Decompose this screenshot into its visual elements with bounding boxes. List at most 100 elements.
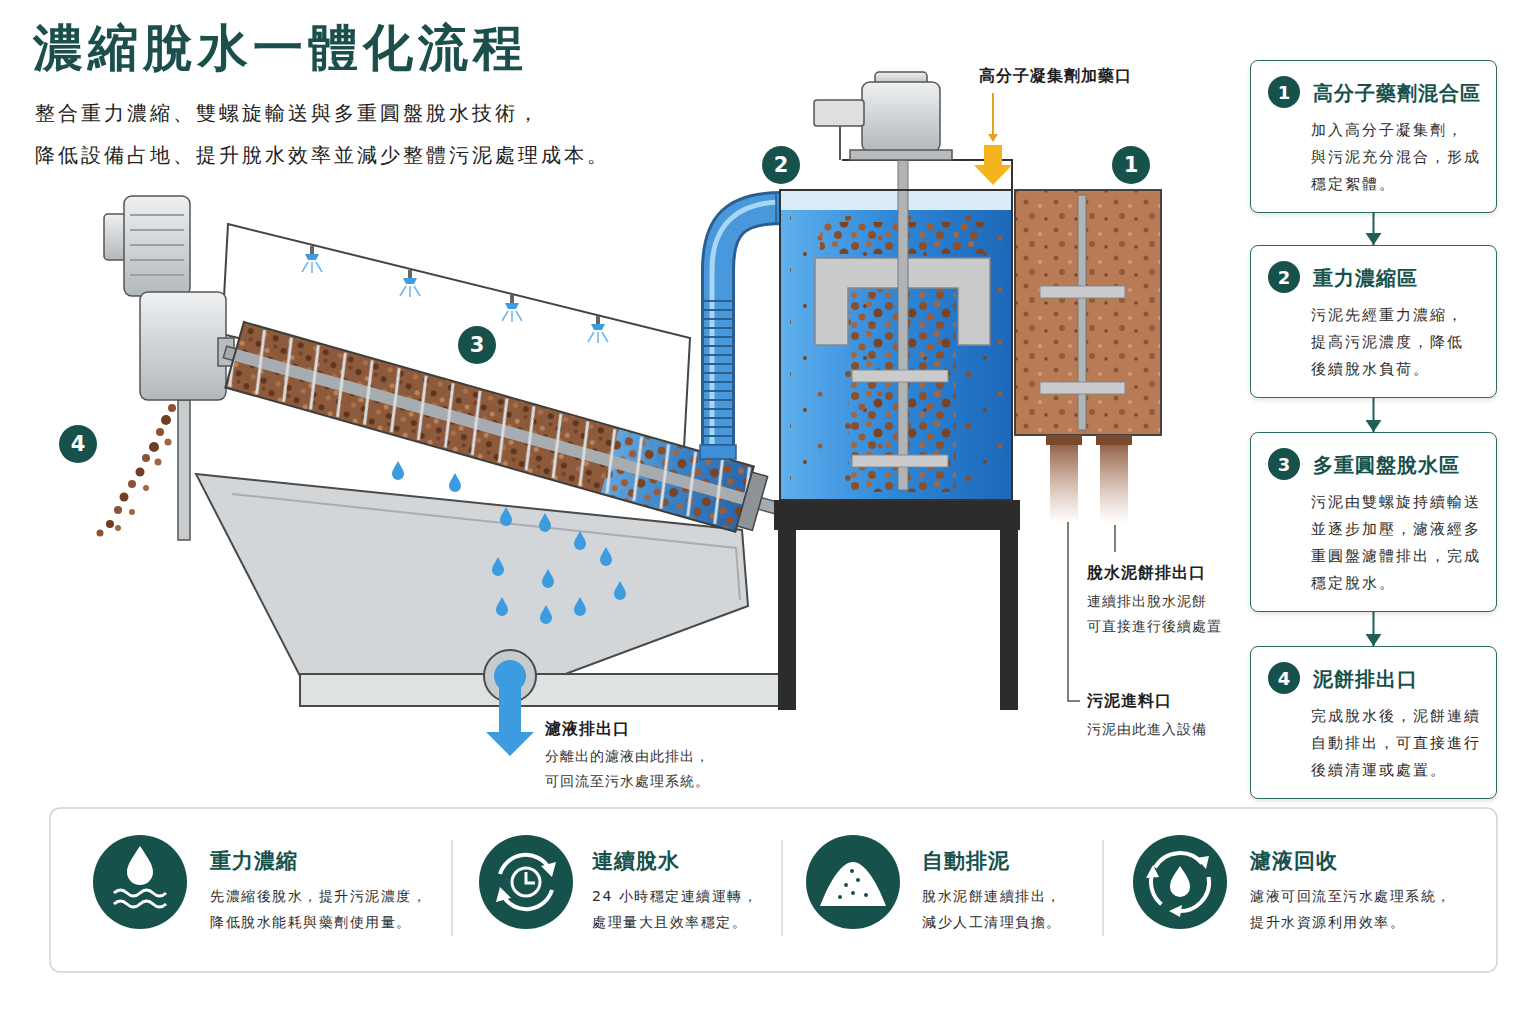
thickening-tank-part [780,190,1012,500]
page-title: 濃縮脫水一體化流程 [33,16,528,80]
filtrate-drops-part [392,461,404,480]
filtrate-drops-part [540,605,552,624]
screw-press-part [225,322,753,532]
feature-icon [806,835,900,929]
screw-hood-part-part [305,254,319,260]
filtrate-drops-part [449,473,461,492]
feature-icon-part [806,835,900,929]
flow-arrow [1373,612,1375,646]
feed-hose-part [712,202,782,450]
feature-icon-part [1146,865,1159,878]
callout-number: 3 [470,333,485,357]
sludge-cake-part [128,480,136,488]
sludge-cake-part [97,530,104,537]
sludge-cake [97,404,177,537]
mixing-tank-part [1050,435,1078,523]
sludge-cake-part [165,439,172,446]
feature-icon [93,835,187,929]
dosing-arrow-part [974,145,1012,185]
mixing-tank-part [1046,435,1082,445]
feature-icon-part [526,872,535,883]
step-box: 重力濃縮區污泥先經重力濃縮， 提高污泥濃度，降低 後續脫水負荷。2 [1250,245,1497,398]
step-number: 3 [1278,454,1291,475]
screw-hood-part [502,295,522,322]
filtrate-label: 濾液排出口 [545,717,745,741]
thickening-tank-part [780,190,1012,210]
sludge-cake-part [114,506,122,514]
screw-hood-part-part [400,286,420,297]
screw-hood-part-part [403,278,417,284]
filtrate-drops-part [492,557,504,576]
feature-body: 脫水泥餅連續排出， 減少人工清理負擔。 [922,883,1162,935]
callout-number: 3 [458,326,496,364]
filtrate-drops-part [539,513,551,532]
sludge-cake-part [168,404,176,412]
bottom-panel-part [451,840,453,936]
step-body: 加入高分子凝集劑， 與污泥充分混合，形成 穩定絮體。 [1311,117,1491,198]
step-number: 2 [1268,261,1300,293]
feature-heading: 濾液回收 [1250,846,1490,876]
feature-icon-part [844,883,848,887]
feature-heading: 連續脫水 [592,846,832,876]
tank-stand-part [774,500,1020,530]
filtrate-trough-part [300,674,782,706]
thickening-tank-part [839,126,841,160]
thickening-tank-part [790,216,1004,494]
filtrate-drops [392,461,626,624]
feature-icon-part [851,891,855,895]
step-number: 4 [1268,662,1300,694]
screw-hood-part-part [302,262,322,273]
feature-icon-part [1155,853,1202,867]
feature-body: 先濃縮後脫水，提升污泥濃度， 降低脫水能耗與藥劑使用量。 [210,883,450,935]
drive-motor-part [140,292,226,400]
drive-motor-part [124,196,190,296]
feature-icon-part [850,869,854,873]
step-body: 污泥先經重力濃縮， 提高污泥濃度，降低 後續脫水負荷。 [1311,302,1491,383]
flow-arrow [1373,398,1375,432]
screw-hood-part-part [588,332,608,343]
sludge-cake-part [120,493,129,502]
sludge-cake-part [142,454,150,462]
mixing-tank-part [1096,435,1132,445]
screw-hood-part-part [408,270,412,278]
step-number: 1 [1268,76,1300,108]
mixing-tank-part [1015,190,1161,435]
step-body: 污泥由雙螺旋持續輸送 並逐步加壓，濾液經多 重圓盤濾體排出，完成 穩定脫水。 [1311,489,1491,597]
sludge-cake-part [106,520,114,528]
feature-item: 自動排泥脫水泥餅連續排出， 減少人工清理負擔。 [922,846,1162,935]
filtrate-drops-part [542,569,554,588]
drive-motor [104,196,234,400]
screw-press-part [225,322,753,532]
step-box: 多重圓盤脫水區污泥由雙螺旋持續輸送 並逐步加壓，濾液經多 重圓盤濾體排出，完成 … [1250,432,1497,612]
thickening-tank-part [814,100,864,126]
dosing-label: 高分子凝集劑加藥口 [955,64,1155,88]
thickening-tank-part [862,82,940,152]
feature-icon-part [114,901,166,907]
mixing-tank [1015,190,1161,523]
feature-icon-part [1169,905,1182,917]
feature-icon [479,835,573,929]
filtrate-drops-part [614,581,626,600]
feature-icon-part [114,890,166,896]
feature-icon-part [1196,856,1209,869]
feature-icon-part [479,835,573,929]
callout-number: 4 [59,425,97,463]
dosing-arrow-part [988,134,998,142]
feature-body: 濾液可回流至污水處理系統， 提升水資源利用效率。 [1250,883,1490,935]
leader-line [1068,522,1115,701]
tank-stand-part [1000,530,1018,710]
feature-icon-part [127,846,153,885]
filtrate-trough-part [486,732,534,756]
feed-hose-part [718,208,782,450]
thickening-tank-part [780,210,1012,500]
tank-stand [774,500,1020,710]
feature-item: 濾液回收濾液可回流至污水處理系統， 提升水資源利用效率。 [1250,846,1490,935]
screw-hood-part-part [502,311,522,322]
callout-number: 2 [774,153,789,177]
feed-hose-part [718,208,782,450]
screw-hood-part [302,246,322,273]
filtrate-trough-part [178,400,190,540]
screw-press-part [737,472,768,530]
filtrate-note: 分離出的濾液由此排出， 可回流至污水處理系統。 [545,744,745,794]
